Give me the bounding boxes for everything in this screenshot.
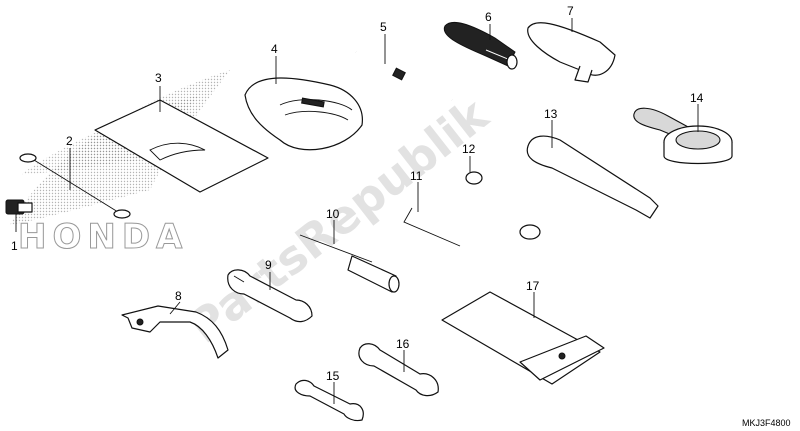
- part-5-screwdriver: [355, 51, 453, 101]
- honda-logo-text: HONDA: [18, 217, 188, 257]
- callout-7: 7: [567, 4, 574, 18]
- callout-4: 4: [271, 42, 278, 56]
- part-13-extension-handle: [526, 135, 659, 219]
- part-8-hook-spanner: [121, 305, 229, 359]
- callout-11: 11: [410, 169, 423, 183]
- callout-16: 16: [396, 337, 410, 351]
- part-3-manual: [94, 99, 269, 193]
- part-15-wrench: [294, 379, 364, 422]
- part-10-socket-wrench: [299, 234, 400, 293]
- part-6-screwdriver-handle: [443, 22, 518, 70]
- callout-17: 17: [526, 279, 540, 293]
- diagram-code: MKJ3F4800: [742, 418, 791, 428]
- callout-12: 12: [462, 142, 476, 156]
- callout-3: 3: [155, 71, 162, 85]
- callout-9: 9: [265, 258, 272, 272]
- callout-15: 15: [326, 369, 340, 383]
- callout-6: 6: [485, 10, 492, 24]
- callout-13: 13: [544, 107, 558, 121]
- callout-14: 14: [690, 91, 704, 105]
- part-16-double-wrench: [358, 343, 439, 397]
- part-17-tool-pouch: [441, 291, 605, 385]
- callouts: 1 2 3 4 5 6 7 8 9 10 11 12 13 14 15 16 1…: [11, 4, 704, 383]
- part-11-hex-key: [403, 207, 461, 247]
- leader-lines: [15, 18, 699, 404]
- callout-2: 2: [66, 134, 73, 148]
- callout-1: 1: [11, 239, 18, 253]
- part-12-box-wrench: [465, 171, 541, 240]
- part-1-plug: [5, 199, 33, 215]
- part-9-wrench: [227, 269, 313, 323]
- callout-5: 5: [380, 20, 387, 34]
- part-2-cable: [19, 153, 131, 219]
- part-14-spanner-tool: [633, 107, 733, 165]
- callout-10: 10: [326, 207, 340, 221]
- callout-8: 8: [175, 289, 182, 303]
- part-7-pin-spanner: [527, 22, 616, 83]
- part-4-tool-bag: [244, 77, 363, 151]
